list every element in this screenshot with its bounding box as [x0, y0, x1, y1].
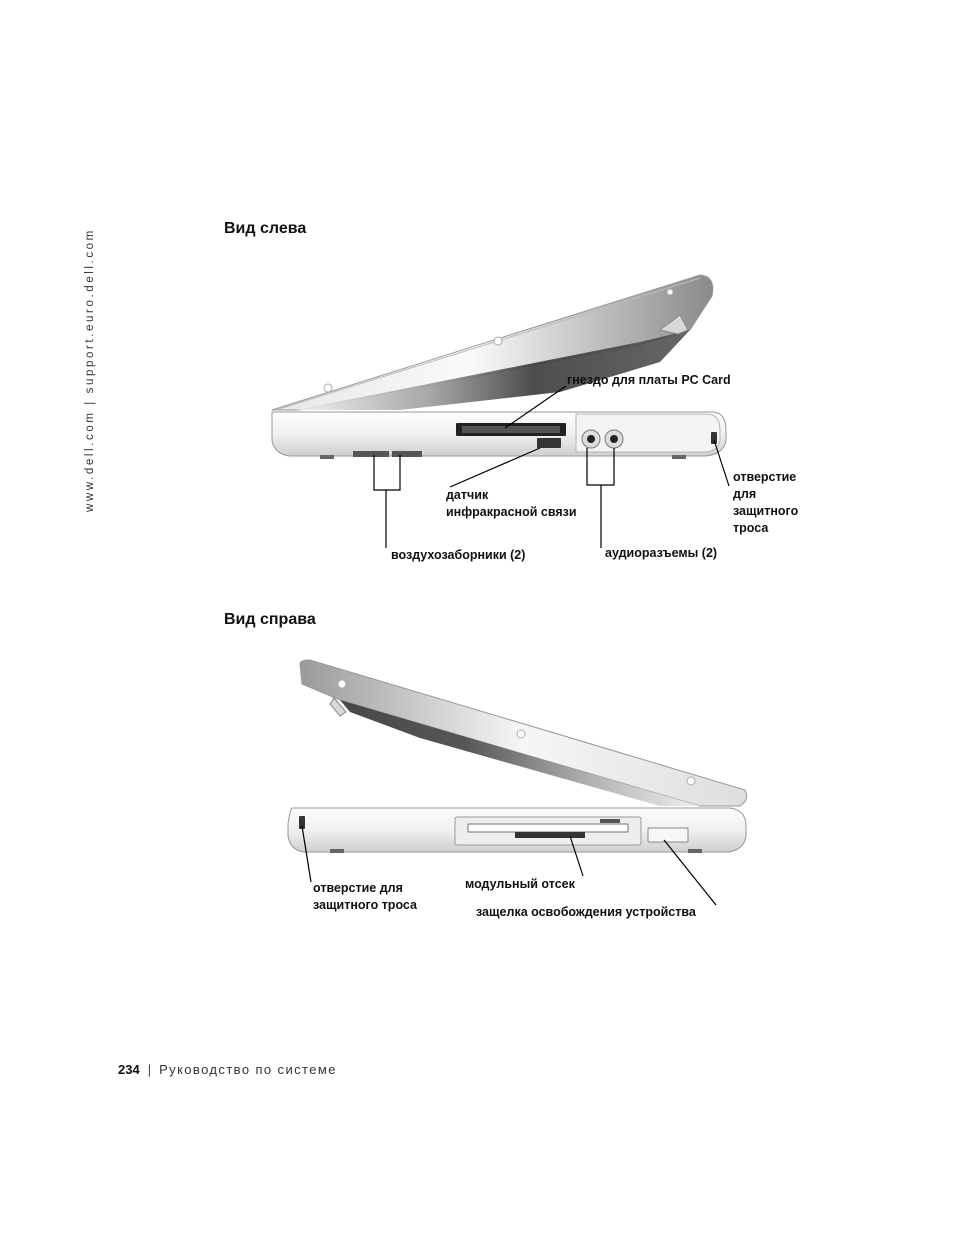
- page-footer: 234 | Руководство по системе: [118, 1062, 337, 1077]
- label-audio-connectors: аудиоразъемы (2): [605, 546, 718, 560]
- label-module-bay: модульный отсек: [465, 877, 575, 891]
- label-release-latch: защелка освобождения устройства: [476, 905, 696, 919]
- label-ir-sensor: датчик инфракрасной связи: [446, 488, 577, 519]
- footer-separator: |: [147, 1062, 152, 1077]
- right-view-heading: Вид справа: [224, 611, 316, 628]
- footer-title: Руководство по системе: [159, 1062, 337, 1077]
- left-base: [271, 411, 727, 459]
- left-lid: [271, 274, 714, 411]
- right-base: [287, 807, 747, 853]
- right-lid: [299, 659, 748, 807]
- label-right-security-slot: отверстие для защитного троса: [313, 881, 417, 912]
- left-view-heading: Вид слева: [224, 220, 307, 237]
- right-leader-lines: [301, 825, 717, 906]
- page-number: 234: [118, 1062, 140, 1077]
- left-leader-lines: [373, 385, 730, 548]
- label-air-vents: воздухозаборники (2): [391, 548, 526, 562]
- label-left-security-slot: отверстие для защитного троса: [733, 470, 799, 535]
- label-pc-card-slot: гнездо для платы PC Card: [567, 373, 731, 387]
